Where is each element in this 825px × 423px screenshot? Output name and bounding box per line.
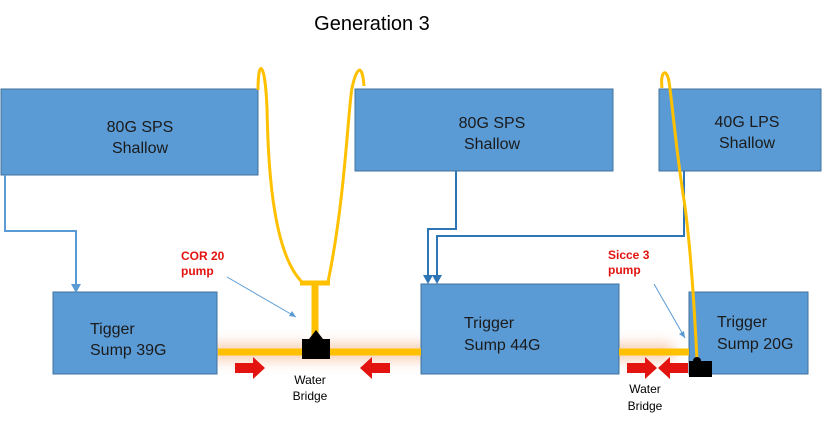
display-tank-3-line2: Shallow [719, 135, 775, 152]
cor20-callout-leader [226, 276, 297, 318]
sump-2-line1: Trigger [464, 315, 515, 332]
display-tank-1-line2: Shallow [112, 140, 168, 157]
bridge-2-label-line1: Water [629, 382, 661, 396]
sump-1-line2: Sump 39G [90, 342, 166, 359]
display-tank-2-line1: 80G SPS [459, 115, 526, 132]
cor20-pump [302, 330, 330, 359]
flow-arrow-3 [627, 357, 657, 379]
display-tank-3: 40G LPS Shallow [658, 88, 822, 172]
drain-pipe-2a [427, 171, 457, 276]
cor20-pump-body [302, 339, 330, 359]
flow-arrow-2 [360, 357, 390, 379]
sicce-callout-line2: pump [608, 263, 641, 277]
return-hose-right [326, 68, 366, 283]
sicce-callout-arrowhead [679, 331, 685, 338]
cor20-callout-line2: pump [181, 264, 214, 278]
display-tank-2: 80G SPS Shallow [354, 88, 614, 172]
sump-1-line1: Tigger [90, 321, 135, 338]
display-tank-1-line1: 80G SPS [107, 119, 174, 136]
cor20-pump-outlet [309, 330, 323, 339]
return-hose-left [256, 67, 304, 284]
flow-arrow-4 [658, 357, 688, 379]
bridge-1-label-line1: Water [294, 373, 326, 387]
drain-pipe-1 [4, 175, 77, 286]
drain-pipe-1-arrowhead [71, 284, 81, 293]
display-tank-1: 80G SPS Shallow [0, 88, 259, 176]
sump-1: Tigger Sump 39G [52, 291, 218, 375]
cor20-callout-arrowhead [289, 311, 296, 317]
bridge-1-label-line2: Bridge [293, 389, 328, 403]
display-tank-2-line2: Shallow [464, 136, 520, 153]
sump-3-line2: Sump 20G [717, 336, 793, 353]
flow-arrow-1 [235, 357, 265, 379]
sump-3: Trigger Sump 20G [688, 291, 809, 375]
sump-3-line1: Trigger [717, 314, 768, 331]
sicce-pump-outlet [693, 357, 701, 365]
display-tank-3-line1: 40G LPS [715, 114, 780, 131]
diagram-title: Generation 3 [314, 13, 430, 35]
sicce-pump-body [689, 361, 712, 377]
sicce-callout-leader [653, 283, 686, 339]
sicce-pump [689, 357, 712, 377]
drain-pipe-2a-arrowhead [423, 275, 433, 284]
drain-pipe-2b-arrowhead [432, 275, 442, 284]
sump-2: Trigger Sump 44G [420, 283, 620, 375]
sicce-callout-line1: Sicce 3 [608, 248, 650, 262]
bridge-2-label-line2: Bridge [628, 399, 663, 413]
return-hose-3 [660, 71, 699, 361]
cor20-callout-line1: COR 20 [181, 249, 225, 263]
sump-2-line2: Sump 44G [464, 337, 540, 354]
